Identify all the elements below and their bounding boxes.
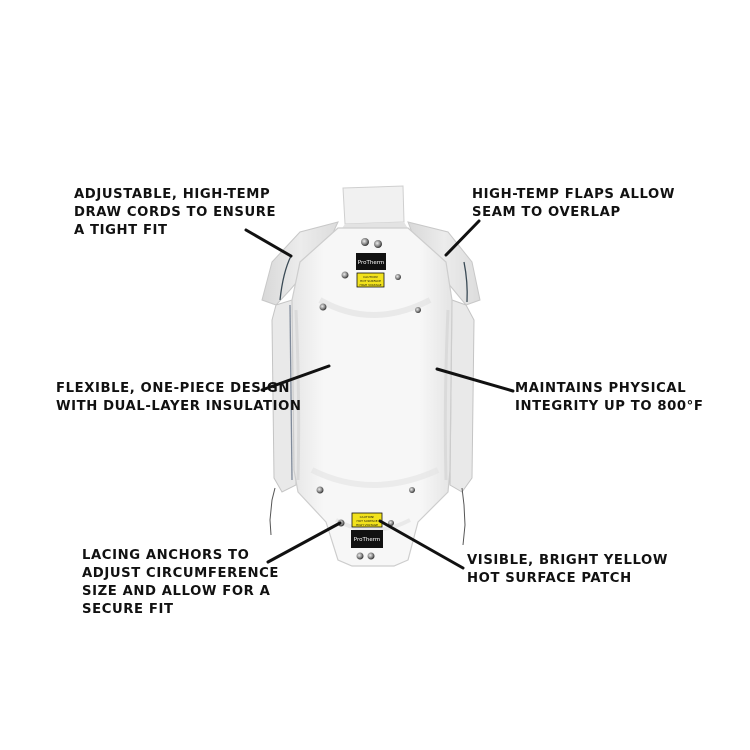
callout-flaps: HIGH-TEMP FLAPS ALLOW SEAM TO OVERLAP (472, 187, 675, 220)
leader-line-integrity (435, 367, 515, 393)
callout-lacing-anchors: LACING ANCHORS TO ADJUST CIRCUMFERENCE S… (82, 548, 280, 617)
svg-text:CAUTION!: CAUTION! (363, 275, 378, 279)
leader-line-draw-cords (244, 228, 293, 258)
callout-yellow-patch: VISIBLE, BRIGHT YELLOW HOT SURFACE PATCH (467, 553, 668, 586)
leader-line-lacing-anchors (266, 521, 342, 564)
leader-line-flaps (444, 219, 481, 257)
callout-integrity: MAINTAINS PHYSICAL INTEGRITY UP TO 800°F (515, 381, 704, 414)
warning-patch-top: CAUTION! HOT SURFACE HIGH VOLTAGE (356, 272, 385, 288)
svg-text:ProTherm: ProTherm (354, 537, 380, 543)
jacket-body (291, 227, 453, 567)
svg-text:HOT SURFACE: HOT SURFACE (356, 519, 377, 523)
brand-label-text: ProTherm (358, 260, 384, 266)
svg-text:HOT SURFACE: HOT SURFACE (360, 279, 381, 283)
callout-draw-cords: ADJUSTABLE, HIGH-TEMP DRAW CORDS TO ENSU… (74, 187, 277, 238)
svg-text:HIGH VOLTAGE: HIGH VOLTAGE (356, 523, 378, 527)
callout-one-piece: FLEXIBLE, ONE-PIECE DESIGN WITH DUAL-LAY… (56, 381, 302, 414)
warning-patch-bottom: CAUTION! HOT SURFACE HIGH VOLTAGE (351, 512, 383, 528)
leader-line-yellow-patch (378, 519, 465, 570)
brand-label-bottom: ProTherm (351, 530, 383, 548)
leader-line-one-piece (260, 364, 331, 392)
brand-label-top: ProTherm (356, 253, 386, 270)
svg-text:CAUTION!: CAUTION! (360, 515, 375, 519)
svg-text:HIGH VOLTAGE: HIGH VOLTAGE (359, 283, 381, 287)
draw-cords (269, 255, 468, 546)
